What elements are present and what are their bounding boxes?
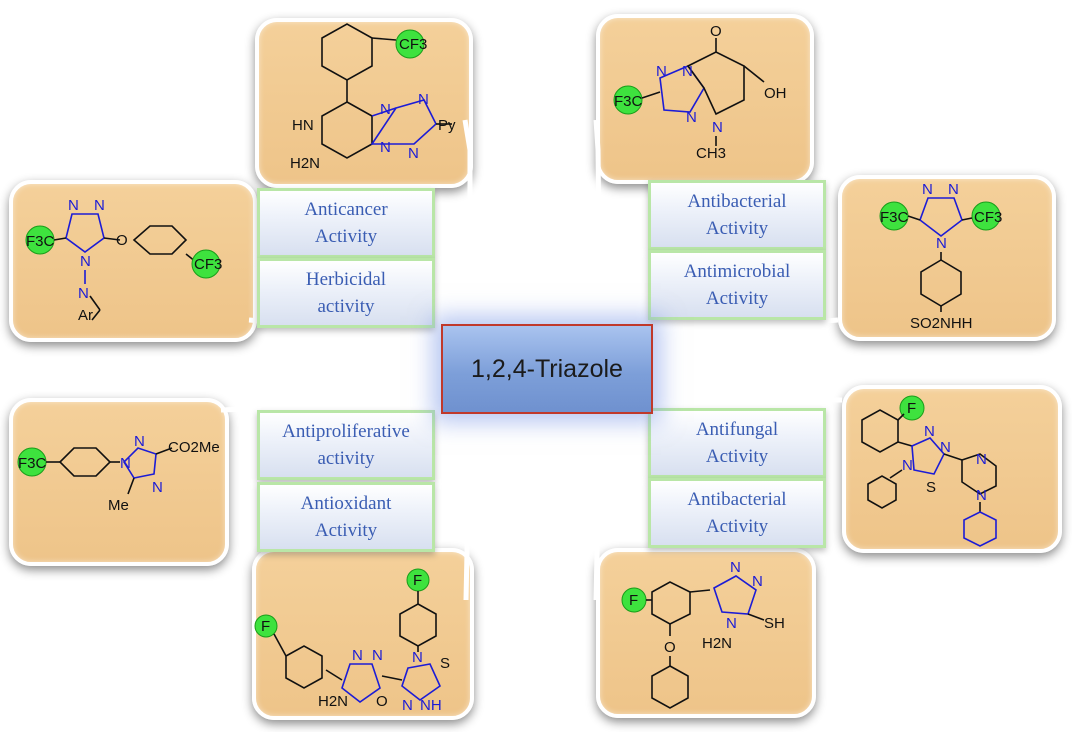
n-label: N [752,573,763,590]
nh-label: NH [420,697,442,714]
compound-panel-anticancer [255,18,473,188]
s-label: S [440,655,450,672]
n-label: N [80,253,91,270]
structure-antimicrobial: N N F3C CF3 N SO2NHH [879,181,1002,332]
n-label: N [78,285,89,302]
o-label: O [710,23,722,40]
n-label: N [152,479,163,496]
compound-panel-antibacterial-bottom [596,548,816,718]
o-label: O [664,639,676,656]
structure-antioxidant: F N S NH N N N O H2N F [254,568,450,714]
h2n-label: H2N [318,693,348,710]
co2me-label: CO2Me [168,439,220,456]
hn-label: HN [292,117,314,134]
structure-anticancer: CF3 HN H2N N N N N Py [290,23,456,172]
n-label: N [134,433,145,450]
n-label: N [408,145,419,162]
n-label: N [412,649,423,666]
structure-antifungal: F N N N S N N [861,395,997,547]
n-label: N [372,647,383,664]
n-label: N [948,181,959,198]
h2n-label: H2N [702,635,732,652]
so2nhh-label: SO2NHH [910,315,973,332]
f3c-label: F3C [614,93,643,110]
compound-panel-antimicrobial [838,175,1056,341]
f3c-label: F3C [880,209,909,226]
py-label: Py [438,117,456,134]
n-label: N [976,487,987,504]
n-label: N [936,235,947,252]
n-label: N [380,101,391,118]
n-label: N [902,457,913,474]
n-label: N [94,197,105,214]
ar-label: Ar [78,307,93,324]
f3c-label: F3C [26,233,55,250]
n-label: N [418,91,429,108]
structure-antibacterial-top: F3C N N N N O OH CH3 [613,23,787,162]
cf3-label: CF3 [399,36,427,53]
n-label: N [380,139,391,156]
n-label: N [352,647,363,664]
structure-antiproliferative: F3C N N N CO2Me Me [17,433,220,514]
compound-panel-antifungal [842,385,1062,553]
structure-herbicidal: N N F3C O CF3 N N Ar [25,197,222,324]
n-label: N [726,615,737,632]
n-label: N [730,559,741,576]
f-label: F [629,592,638,609]
me-label: Me [108,497,129,514]
f-label: F [261,618,270,635]
oh-label: OH [764,85,787,102]
ch3-label: CH3 [696,145,726,162]
f3c-label: F3C [18,455,47,472]
f-label: F [413,572,422,589]
sh-label: SH [764,615,785,632]
n-label: N [120,455,131,472]
cf3-label: CF3 [974,209,1002,226]
cf3-label: CF3 [194,256,222,273]
h2n-label: H2N [290,155,320,172]
center-label: 1,2,4-Triazole [471,354,623,383]
n-label: N [924,423,935,440]
compound-panel-antiproliferative [9,398,229,566]
s-label: S [926,479,936,496]
n-label: N [940,439,951,456]
n-label: N [922,181,933,198]
n-label: N [712,119,723,136]
structure-antibacterial-bottom: F N N N SH H2N O [621,559,785,709]
o-label: O [376,693,388,710]
f-label: F [907,400,916,417]
n-label: N [686,109,697,126]
o-label: O [116,232,128,249]
n-label: N [402,697,413,714]
center-node-triazole: 1,2,4-Triazole [441,324,653,414]
n-label: N [682,63,693,80]
n-label: N [976,451,987,468]
n-label: N [656,63,667,80]
n-label: N [68,197,79,214]
